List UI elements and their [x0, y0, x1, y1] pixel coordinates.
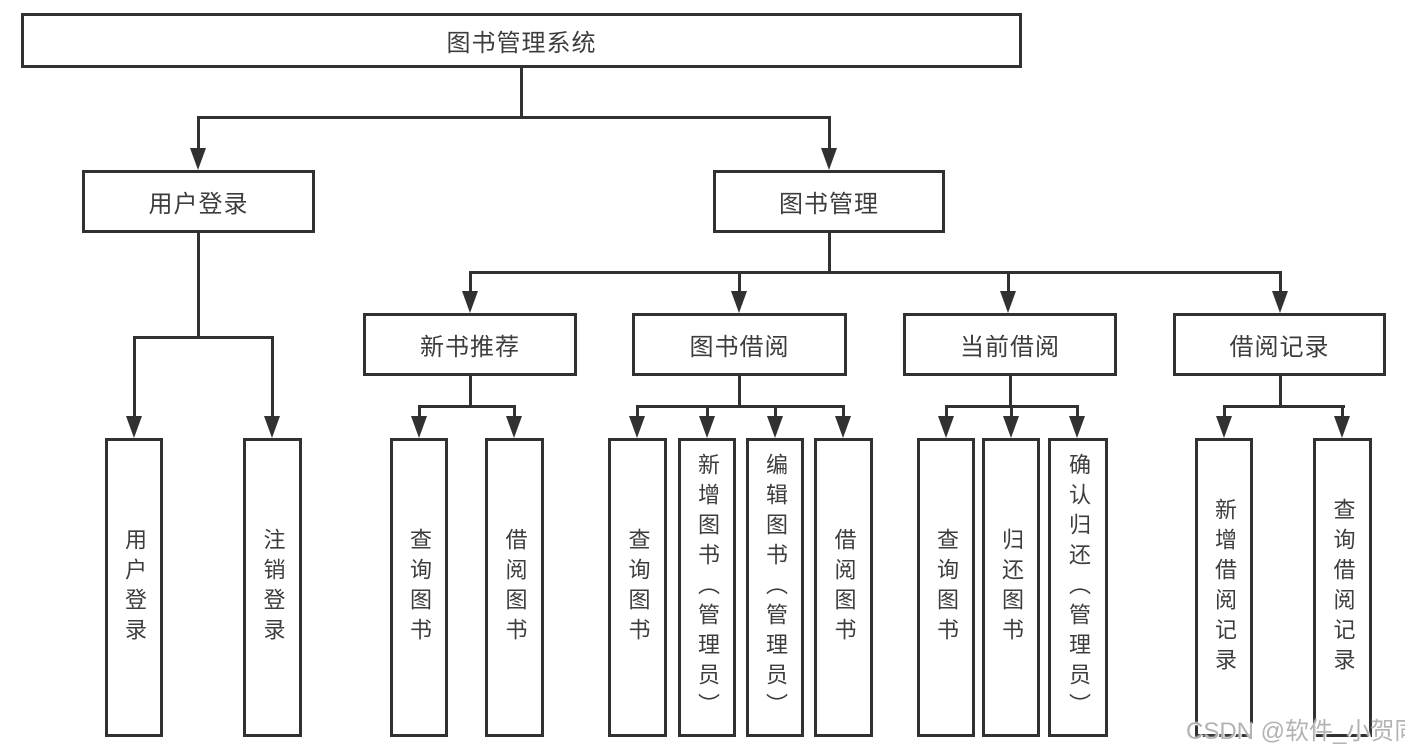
leaf-label: 借阅图书	[502, 527, 528, 648]
node-label: 图书借阅	[689, 334, 790, 361]
connector	[737, 270, 741, 296]
arrow-down-icon	[462, 291, 478, 313]
leaf-label: 归还图书	[999, 527, 1024, 648]
leaf-label: 确认归还（管理员）	[1066, 452, 1091, 723]
node-label: 新书推荐	[420, 334, 520, 361]
node-book-borrowing: 图书借阅	[632, 313, 847, 376]
connector	[635, 404, 845, 408]
leaf-label: 借阅图书	[831, 527, 857, 648]
connector	[196, 115, 200, 152]
connector	[196, 115, 831, 119]
node-label: 图书管理系统	[446, 30, 597, 57]
arrow-down-icon	[938, 416, 954, 438]
node-label: 借阅记录	[1229, 334, 1330, 361]
node-label: 当前借阅	[960, 334, 1060, 361]
arrow-down-icon	[411, 416, 427, 438]
leaf-edit-book-admin: 编辑图书（管理员）	[746, 438, 804, 737]
arrow-down-icon	[1272, 291, 1288, 313]
leaf-query-borrow-record: 查询借阅记录	[1313, 438, 1372, 737]
node-borrowing-records: 借阅记录	[1173, 313, 1386, 376]
node-new-book-recommend: 新书推荐	[363, 313, 577, 376]
leaf-add-book-admin: 新增图书（管理员）	[678, 438, 736, 737]
connector	[132, 335, 136, 421]
connector	[1340, 404, 1344, 421]
arrow-down-icon	[1003, 416, 1019, 438]
leaf-label: 查询图书	[407, 527, 432, 648]
connector	[270, 335, 274, 421]
arrow-down-icon	[1216, 416, 1232, 438]
arrow-down-icon	[835, 416, 851, 438]
connector	[1075, 404, 1079, 421]
arrow-down-icon	[264, 416, 280, 438]
arrow-down-icon	[506, 416, 522, 438]
connector	[468, 270, 472, 296]
arrow-down-icon	[1334, 416, 1350, 438]
node-label: 用户登录	[148, 191, 249, 218]
connector	[1006, 270, 1010, 296]
connector	[512, 404, 516, 421]
node-user-login: 用户登录	[82, 170, 315, 233]
arrow-down-icon	[767, 416, 783, 438]
leaf-label: 新增借阅记录	[1212, 497, 1237, 678]
node-label: 图书管理	[779, 191, 879, 218]
leaf-query-books-recommend: 查询图书	[390, 438, 448, 737]
arrow-down-icon	[731, 291, 747, 313]
leaf-label: 编辑图书（管理员）	[763, 452, 788, 723]
connector	[773, 404, 777, 421]
arrow-down-icon	[190, 148, 206, 170]
arrow-down-icon	[1000, 291, 1016, 313]
arrow-down-icon	[821, 148, 837, 170]
leaf-user-login: 用户登录	[105, 438, 163, 737]
connector	[417, 404, 516, 408]
arrow-down-icon	[699, 416, 715, 438]
connector	[841, 404, 845, 421]
connector	[417, 404, 421, 421]
connector	[827, 233, 831, 272]
connector	[1009, 404, 1013, 421]
leaf-label: 注销登录	[260, 527, 286, 648]
leaf-add-borrow-record: 新增借阅记录	[1195, 438, 1253, 737]
connector	[737, 376, 741, 406]
connector	[827, 115, 831, 152]
leaf-borrow-books-borrowing: 借阅图书	[814, 438, 873, 737]
connector	[1222, 404, 1226, 421]
leaf-label: 新增图书（管理员）	[695, 452, 720, 723]
connector	[635, 404, 639, 421]
leaf-query-books-borrowing: 查询图书	[608, 438, 667, 737]
connector	[705, 404, 709, 421]
node-library-management-system: 图书管理系统	[21, 13, 1022, 68]
leaf-label: 用户登录	[122, 527, 147, 648]
leaf-confirm-return-admin: 确认归还（管理员）	[1048, 438, 1108, 737]
leaf-logout: 注销登录	[243, 438, 302, 737]
connector	[468, 270, 1282, 274]
leaf-label: 查询图书	[934, 527, 959, 648]
node-current-borrowing: 当前借阅	[903, 313, 1117, 376]
node-book-management: 图书管理	[713, 170, 945, 233]
csdn-watermark: CSDN @软件_小贺同学	[1186, 718, 1405, 745]
leaf-return-book: 归还图书	[982, 438, 1040, 737]
connector	[1278, 270, 1282, 296]
connector	[944, 404, 948, 421]
arrow-down-icon	[126, 416, 142, 438]
connector	[1008, 376, 1012, 406]
connector	[196, 233, 200, 337]
connector	[1278, 376, 1282, 406]
leaf-query-books-current: 查询图书	[917, 438, 975, 737]
arrow-down-icon	[1069, 416, 1085, 438]
leaf-label: 查询图书	[625, 527, 651, 648]
leaf-label: 查询借阅记录	[1330, 497, 1356, 678]
arrow-down-icon	[629, 416, 645, 438]
connector	[1222, 404, 1345, 408]
connector	[468, 376, 472, 406]
connector	[520, 68, 523, 117]
leaf-borrow-books-recommend: 借阅图书	[485, 438, 544, 737]
connector	[132, 335, 274, 339]
